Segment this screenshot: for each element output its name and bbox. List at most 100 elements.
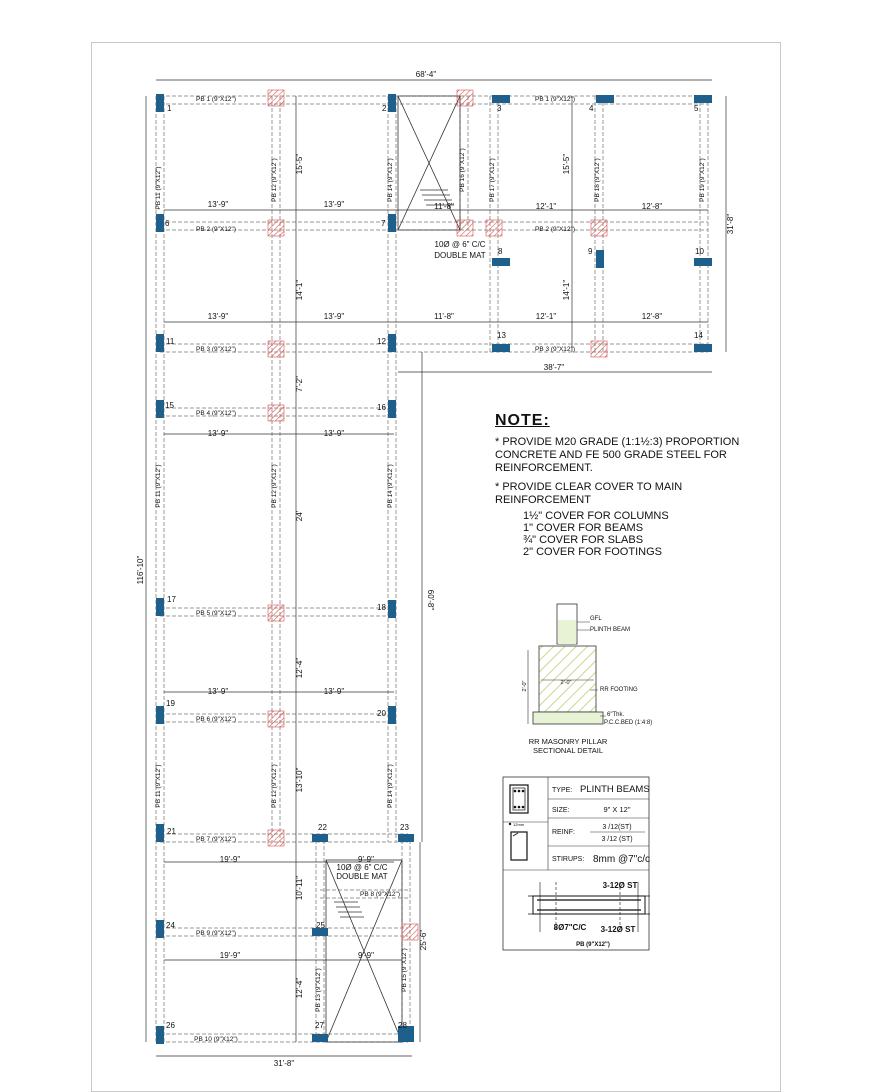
dim-label: 11'-8" [434,312,454,321]
beam-label: PB 11 (9"X12") [155,464,162,507]
beam-label: PB 2 (9"X12") [535,226,575,233]
stirrups-label: STIRUPS: [552,856,584,863]
beam-label: PB 1 (9"X12") [196,96,236,103]
column-label: 26 [166,1021,175,1030]
dim-label: 11'-8" [434,202,454,211]
beam-label: PB 11 (9"X12") [155,764,162,807]
reinf-bot: 3 /12 (ST) [601,836,632,843]
size-label: SIZE: [552,807,570,814]
mat-slab-upper [397,95,461,231]
footing-width-label: 2'-0" [561,680,572,686]
note-cover: * PROVIDE CLEAR COVER TO MAIN REINFORCEM… [495,481,683,506]
reinf-top: 3 /12(ST) [602,824,631,831]
dimension-lines [145,79,727,1057]
beam-label: PB 6 (9"X12") [196,716,236,723]
dim-label: 13'-10" [295,767,304,792]
section-caption: PB (9"X12") [576,942,610,948]
beam-label: PB 16 (9"X12") [459,148,466,192]
type-value: PLINTH BEAMS [580,784,650,795]
stirrups-value: 8mm @7"c/c [593,854,650,865]
dim-label: 12'-8" [642,202,663,211]
column-label: 19 [166,699,175,708]
beam-label: PB 2 (9"X12") [196,226,236,233]
overall-width-dim: 68'-4" [416,70,437,79]
column-label: 3 [497,104,502,113]
dim-label: 12'-1" [536,312,557,321]
column-label: 14 [694,331,703,340]
overall-dimensions: 68'-4" 116'-10" 31'-8" 38'-7" 31'-8" 60'… [136,70,735,1068]
column-label: 27 [315,1021,324,1030]
beam-label: PB 10 (9"X12") [194,1036,238,1043]
column-label: 17 [167,595,176,604]
column-label: 5 [694,104,699,113]
pcc-bed-label: P.C.C.BED (1:4:8) [604,720,652,726]
beam-label: PB 9 (9"X12") [196,930,236,937]
dim-label: 7'-2" [295,376,304,392]
section-title-1: RR MASONRY PILLAR [529,737,608,746]
bottom-bars-label: 3-12Ø ST [601,925,636,934]
beam-label: PB 19 (9"X12") [699,158,706,202]
beam-label: PB 5 (9"X12") [196,610,236,617]
notes-block: NOTE: * PROVIDE M20 GRADE (1:1½:3) PROPO… [495,412,755,558]
column-label: 16 [377,403,386,412]
column-label: 6 [165,219,170,228]
plinth-beam-label: PLINTH BEAM [590,627,630,633]
beam-label: PB 4 (9"X12") [196,410,236,417]
dim-label: 12'-4" [295,658,304,679]
beam-label: PB 14 (9"X12") [387,464,394,508]
cover-slabs: ¾" COVER FOR SLABS [523,534,644,546]
mat-notes: 10Ø @ 6" C/C DOUBLE MAT 10Ø @ 6" C/C DOU… [336,240,486,881]
column-label: 23 [400,823,409,832]
beam-label: PB 12 (9"X12") [271,464,278,508]
cover-columns: 1½" COVER FOR COLUMNS [523,510,669,522]
column-label: 8 [498,247,503,256]
column-label: 28 [398,1021,407,1030]
dim-label: 19'-9" [220,951,241,960]
beam-label: PB 8 (9"X12") [360,891,400,898]
mid-right-dim: 60'-8" [426,590,435,611]
column-label: 4 [589,104,594,113]
column-label: 2 [382,104,387,113]
wing-width-dim: 38'-7" [544,363,565,372]
reinf-label: REINF: [552,829,575,836]
note-concrete: * PROVIDE M20 GRADE (1:1½:3) PROPORTION … [495,436,740,474]
right-lower-dim: 25'-6" [419,930,428,951]
dim-label: 24' [295,510,304,521]
column-label: 1 [167,104,172,113]
section-title-2: SECTIONAL DETAIL [533,746,603,755]
overall-height-dim: 116'-10" [136,556,145,585]
dim-label: 13'-9" [208,200,229,209]
beam-schedule: 12mm TYPE: PLINTH BEAMS SIZE: 9" X 12" R… [502,776,650,951]
dim-label: 12'-8" [642,312,663,321]
column-labels: 1 2 3 4 5 6 7 8 9 10 11 12 13 14 15 16 1… [165,104,704,1030]
mat-note-upper-2: DOUBLE MAT [434,251,486,260]
dim-label: 12'-4" [295,978,304,999]
dim-label: 13'-9" [324,200,345,209]
beam-label: PB 18 (9"X12") [594,158,601,202]
beam-label: PB 11 (9"X12") [155,166,162,209]
beam-label: PB 12 (9"X12") [271,764,278,808]
type-label: TYPE: [552,787,572,794]
beam-label: PB 15 (9"X12") [401,948,408,992]
column-label: 15 [165,401,174,410]
mat-note-lower-1: 10Ø @ 6" C/C [337,863,388,872]
dim-label: 13'-9" [324,687,345,696]
dim-label: 15'-5" [295,154,304,175]
dim-label: 14'-1" [295,280,304,301]
drawing-sheet [91,42,781,1092]
column-label: 25 [316,921,325,930]
column-label: 18 [377,603,386,612]
span-dimensions: 13'-9" 13'-9" 11'-8" 12'-1" 12'-8" 13'-9… [208,154,663,999]
size-value: 9" X 12" [603,805,630,814]
top-bars-label: 3-12Ø ST [603,881,638,890]
dim-label: 13'-9" [208,687,229,696]
pcc-thk-label: 6"Thk. [607,712,624,718]
column-label: 9 [588,247,593,256]
dim-label: 9'-9" [358,855,374,864]
column-label: 24 [166,921,175,930]
bar-dia-label: 12mm [513,822,525,827]
dim-label: 13'-9" [324,429,345,438]
notes-heading: NOTE: [495,412,550,429]
column-label: 7 [381,219,386,228]
column-label: 21 [167,827,176,836]
